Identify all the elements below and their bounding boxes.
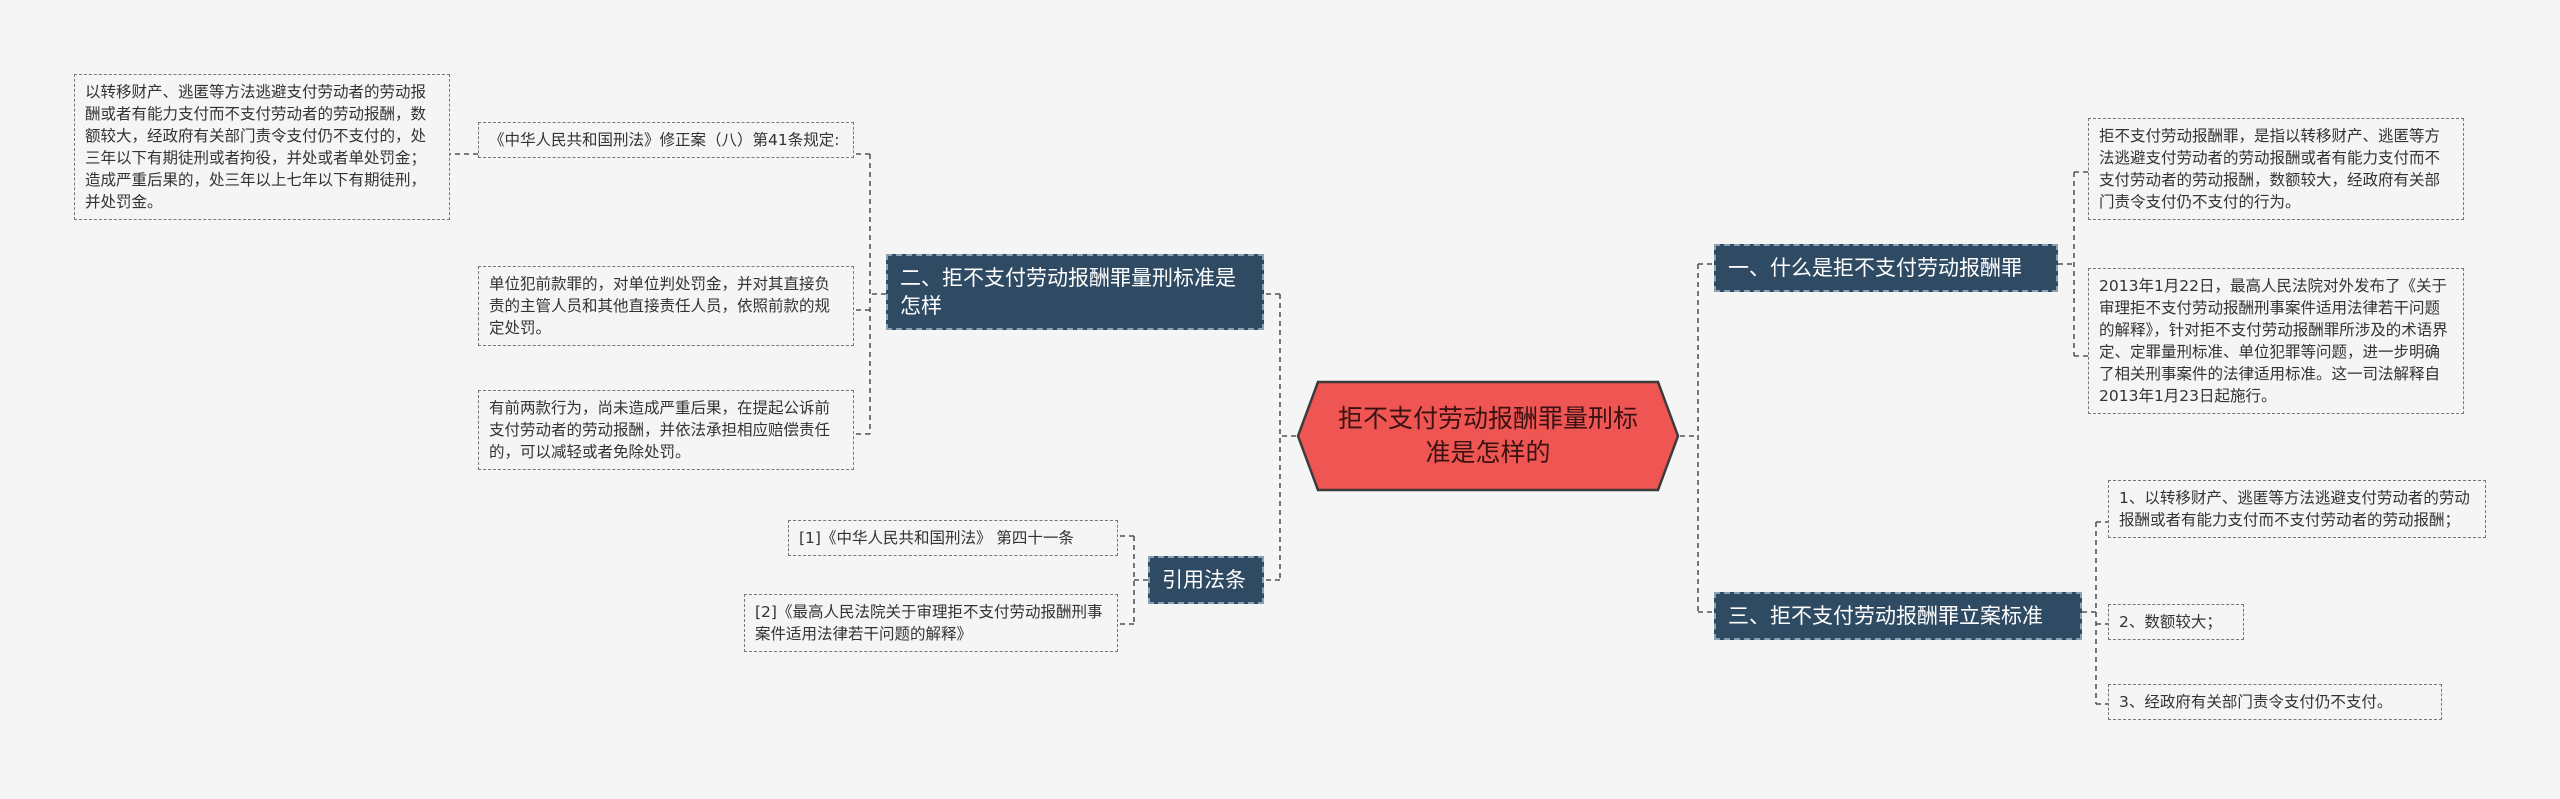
root-shape: [1296, 380, 1680, 492]
leaf-mitigation[interactable]: 有前两款行为，尚未造成严重后果，在提起公诉前支付劳动者的劳动报酬，并依法承担相应…: [478, 390, 854, 470]
root-topic[interactable]: 拒不支付劳动报酬罪量刑标准是怎样的: [1296, 380, 1680, 492]
branch-title: 二、拒不支付劳动报酬罪量刑标准是怎样: [900, 266, 1236, 318]
leaf-text: 以转移财产、逃匿等方法逃避支付劳动者的劳动报酬或者有能力支付而不支付劳动者的劳动…: [85, 83, 427, 211]
connector-root-left: [1264, 293, 1296, 581]
branch-filing-standard[interactable]: 三、拒不支付劳动报酬罪立案标准: [1714, 592, 2082, 640]
branch-title: 三、拒不支付劳动报酬罪立案标准: [1728, 604, 2043, 628]
branch-sentencing-standard[interactable]: 二、拒不支付劳动报酬罪量刑标准是怎样: [886, 254, 1264, 330]
connector-left-2: [1118, 535, 1148, 625]
leaf-text: 2013年1月22日，最高人民法院对外发布了《关于审理拒不支付劳动报酬刑事案件适…: [2099, 277, 2448, 405]
connector-root-right: [1680, 263, 1714, 613]
branch-what-is-crime[interactable]: 一、什么是拒不支付劳动报酬罪: [1714, 244, 2058, 292]
leaf-text: 单位犯前款罪的，对单位判处罚金，并对其直接负责的主管人员和其他直接责任人员，依照…: [489, 275, 831, 337]
leaf-standard-1[interactable]: 1、以转移财产、逃匿等方法逃避支付劳动者的劳动报酬或者有能力支付而不支付劳动者的…: [2108, 480, 2486, 538]
leaf-text: 3、经政府有关部门责令支付仍不支付。: [2119, 693, 2393, 711]
branch-title: 一、什么是拒不支付劳动报酬罪: [1728, 256, 2022, 280]
leaf-text: 拒不支付劳动报酬罪，是指以转移财产、逃匿等方法逃避支付劳动者的劳动报酬或者有能力…: [2099, 127, 2441, 211]
connector-left-1: [854, 153, 886, 435]
leaf-text: [1]《中华人民共和国刑法》 第四十一条: [799, 529, 1074, 547]
connector-right-2: [2082, 521, 2108, 705]
leaf-definition[interactable]: 拒不支付劳动报酬罪，是指以转移财产、逃匿等方法逃避支付劳动者的劳动报酬或者有能力…: [2088, 118, 2464, 220]
leaf-text: 《中华人民共和国刑法》修正案（八）第41条规定:: [489, 131, 840, 149]
leaf-text: [2]《最高人民法院关于审理拒不支付劳动报酬刑事案件适用法律若干问题的解释》: [755, 603, 1103, 643]
leaf-text: 1、以转移财产、逃匿等方法逃避支付劳动者的劳动报酬或者有能力支付而不支付劳动者的…: [2119, 489, 2470, 529]
root-title: 拒不支付劳动报酬罪量刑标准是怎样的: [1337, 404, 1638, 467]
leaf-standard-3[interactable]: 3、经政府有关部门责令支付仍不支付。: [2108, 684, 2442, 720]
branch-cited-laws[interactable]: 引用法条: [1148, 556, 1264, 604]
leaf-standard-2[interactable]: 2、数额较大；: [2108, 604, 2244, 640]
branch-title: 引用法条: [1162, 568, 1246, 592]
leaf-citation-2[interactable]: [2]《最高人民法院关于审理拒不支付劳动报酬刑事案件适用法律若干问题的解释》: [744, 594, 1118, 652]
connector-right-1: [2058, 171, 2088, 357]
leaf-text: 有前两款行为，尚未造成严重后果，在提起公诉前支付劳动者的劳动报酬，并依法承担相应…: [489, 399, 831, 461]
leaf-unit-crime[interactable]: 单位犯前款罪的，对单位判处罚金，并对其直接负责的主管人员和其他直接责任人员，依照…: [478, 266, 854, 346]
leaf-text: 2、数额较大；: [2119, 613, 2222, 631]
leaf-citation-1[interactable]: [1]《中华人民共和国刑法》 第四十一条: [788, 520, 1118, 556]
leaf-penalty-clause[interactable]: 以转移财产、逃匿等方法逃避支付劳动者的劳动报酬或者有能力支付而不支付劳动者的劳动…: [74, 74, 450, 220]
leaf-amendment-article[interactable]: 《中华人民共和国刑法》修正案（八）第41条规定:: [478, 122, 854, 158]
leaf-judicial-interpretation[interactable]: 2013年1月22日，最高人民法院对外发布了《关于审理拒不支付劳动报酬刑事案件适…: [2088, 268, 2464, 414]
